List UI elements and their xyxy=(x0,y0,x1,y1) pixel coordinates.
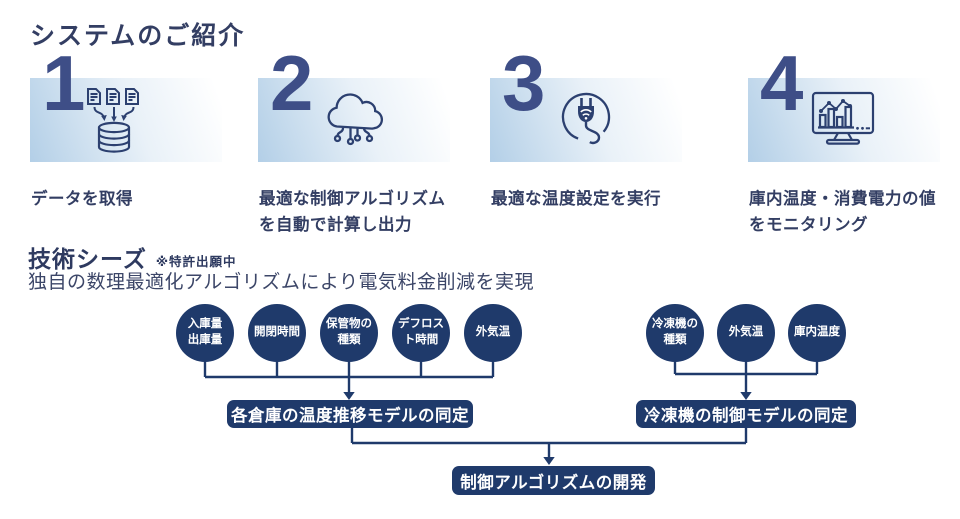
factor-circle-outside-temperature-2: 外気温 xyxy=(717,304,775,362)
factor-circle-defrost-time: デフロス ト時間 xyxy=(392,304,450,362)
factor-circle-open-close-time: 開閉時間 xyxy=(248,304,306,362)
step-caption-2-line-1: 最適な制御アルゴリズム xyxy=(259,190,446,208)
step-caption-1: データを取得 xyxy=(31,186,133,212)
factor-circle-stored-goods-type: 保管物の 種類 xyxy=(320,304,378,362)
step-caption-3: 最適な温度設定を実行 xyxy=(491,186,661,212)
factor-label-line: 保管物の xyxy=(326,318,372,331)
step-number-1: 1 xyxy=(42,39,86,127)
page-title: システムのご紹介 xyxy=(30,22,246,50)
step-block-1: 1 xyxy=(30,44,222,162)
control-algorithm-development-box: 制御アルゴリズムの開発 xyxy=(452,466,655,495)
tech-seeds-heading-row: 技術シーズ ※特許出願中 xyxy=(28,240,237,274)
factor-circle-outside-temperature: 外気温 xyxy=(464,304,522,362)
cloud-network-icon xyxy=(327,93,384,146)
step-caption-2-line-2: を自動で計算し出力 xyxy=(259,216,412,234)
monitor-chart-icon xyxy=(811,91,875,145)
step-number-4: 4 xyxy=(760,39,804,127)
step-number-2: 2 xyxy=(270,39,314,127)
step-block-2: 2 xyxy=(258,44,450,162)
factor-label-line: 出庫量 xyxy=(187,334,223,346)
documents-to-database-icon xyxy=(87,88,139,153)
step-caption-2: 最適な制御アルゴリズム を自動で計算し出力 xyxy=(259,186,446,238)
factor-label-line: 外気温 xyxy=(728,326,764,339)
factor-circle-freezer-type: 冷凍機の 種類 xyxy=(646,304,704,362)
step-caption-4-line-2: をモニタリング xyxy=(749,216,868,234)
step-caption-4-line-1: 庫内温度・消費電力の値 xyxy=(749,190,936,208)
tech-seeds-subtitle: 独自の数理最適化アルゴリズムにより電気料金削減を実現 xyxy=(28,272,535,293)
tech-seeds-heading: 技術シーズ xyxy=(28,246,147,272)
step-caption-4: 庫内温度・消費電力の値 をモニタリング xyxy=(749,186,936,238)
step-number-3: 3 xyxy=(502,39,546,127)
power-plug-icon xyxy=(561,92,611,145)
step-block-3: 3 xyxy=(490,44,682,162)
step-block-4: 4 xyxy=(748,44,940,162)
freezer-control-model-box: 冷凍機の制御モデルの同定 xyxy=(636,400,856,428)
factor-label-line: ト時間 xyxy=(403,334,439,346)
factor-label-line: 庫内温度 xyxy=(794,326,840,339)
factor-label-line: 冷凍機の xyxy=(652,318,698,331)
factor-label-line: 種類 xyxy=(337,334,361,346)
step-caption-1-line-1: データを取得 xyxy=(31,190,133,208)
patent-pending-note: ※特許出願中 xyxy=(155,254,237,269)
warehouse-temperature-model-box: 各倉庫の温度推移モデルの同定 xyxy=(227,400,473,428)
factor-label-line: 開閉時間 xyxy=(254,326,300,339)
factor-circle-internal-temperature: 庫内温度 xyxy=(788,304,846,362)
factor-label-line: デフロス xyxy=(398,318,444,331)
factor-label-line: 入庫量 xyxy=(187,318,223,331)
step-caption-3-line-1: 最適な温度設定を実行 xyxy=(491,190,661,208)
factor-label-line: 種類 xyxy=(663,334,687,346)
factor-circle-inbound-outbound: 入庫量 出庫量 xyxy=(176,304,234,362)
factor-label-line: 外気温 xyxy=(475,326,511,339)
